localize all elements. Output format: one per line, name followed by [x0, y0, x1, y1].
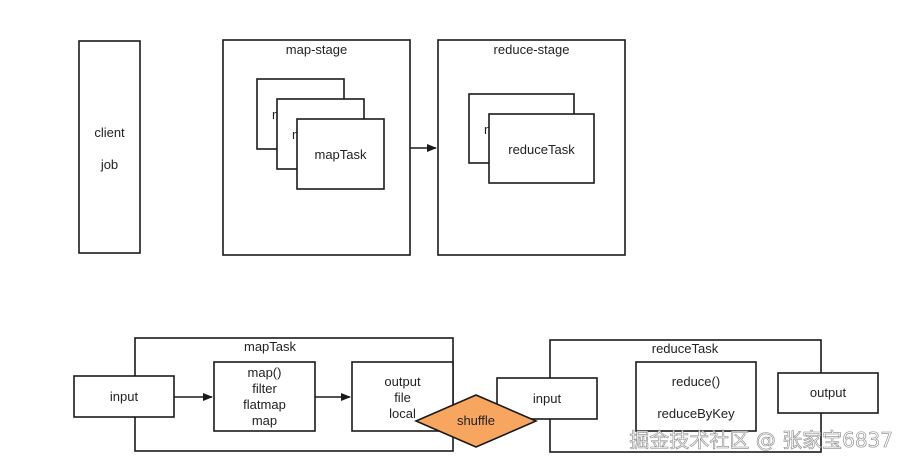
map-task-card-front: mapTask [296, 118, 385, 190]
input-left-node: input [73, 375, 175, 418]
op-map-fn: map() [248, 365, 282, 380]
job-label: job [100, 157, 118, 172]
reduce-stage-title: reduce-stage [494, 42, 570, 57]
svg-text:input: input [533, 391, 562, 406]
client-label: client [94, 125, 125, 140]
local-label: local [389, 406, 416, 421]
watermark-text: 掘金技术社区 @ 张家宝6837 [629, 428, 893, 452]
shuffle-label: shuffle [457, 413, 495, 428]
map-task-detail-title: mapTask [244, 339, 297, 354]
client-job-node: client job [78, 40, 141, 254]
reduce-task-card-front: reduceTask [488, 113, 595, 184]
shuffle-shape [413, 394, 539, 448]
reduce-by-key-label: reduceByKey [657, 406, 735, 421]
map-stage-node: map-stage m m mapTask [222, 39, 411, 256]
reduce-task-label: reduceTask [508, 142, 575, 157]
operations-node: map() filter flatmap map [213, 361, 316, 432]
output-label: output [384, 374, 421, 389]
op-flatmap: flatmap [243, 397, 286, 412]
map-stage-title: map-stage [286, 42, 347, 57]
reduce-fn-label: reduce() [672, 374, 720, 389]
reduce-task-detail-title: reduceTask [652, 341, 719, 356]
map-task-label: mapTask [314, 147, 367, 162]
reduce-ops-node: reduce() reduceByKey [635, 361, 757, 432]
reduce-stage-node: reduce-stage m reduceTask [437, 39, 626, 256]
op-filter: filter [252, 381, 277, 396]
svg-text:input: input [110, 389, 139, 404]
svg-text:output: output [810, 385, 847, 400]
output-right-node: output [777, 372, 879, 414]
op-map: map [252, 413, 277, 428]
shuffle-diamond: shuffle [413, 394, 539, 448]
file-label: file [394, 390, 411, 405]
